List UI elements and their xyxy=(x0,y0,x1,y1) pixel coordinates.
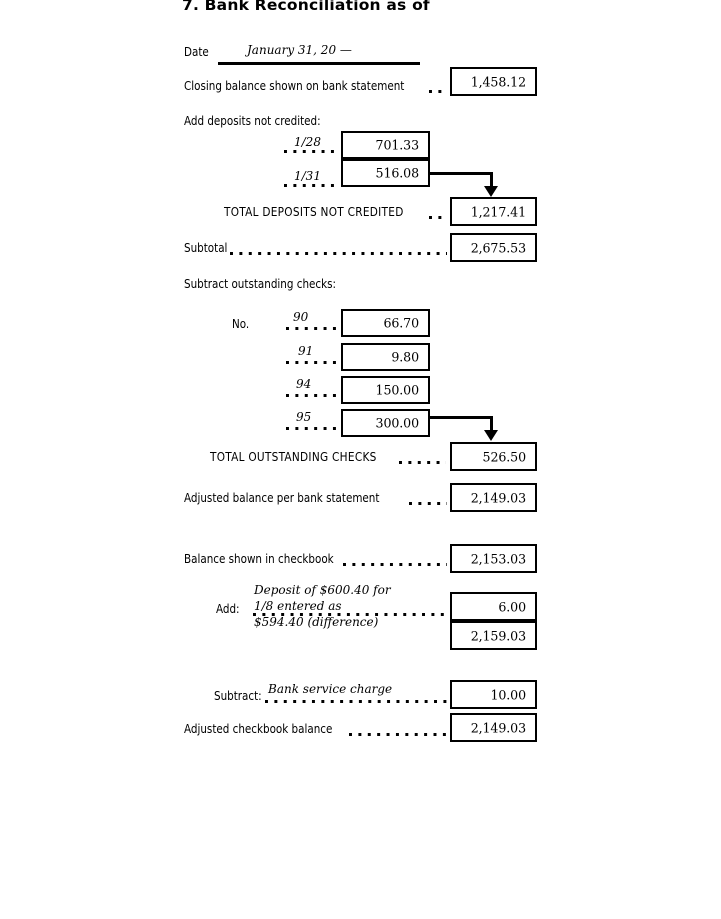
total-checks-box[interactable]: 526.50 xyxy=(450,442,537,471)
checks-number-label: No. xyxy=(232,316,250,331)
check-row-1-leader xyxy=(286,361,338,364)
adjusted-bank-balance-leader xyxy=(409,502,447,505)
deposits-heading: Add deposits not credited: xyxy=(184,113,321,128)
date-rule xyxy=(218,62,420,65)
check-row-1-number[interactable]: 91 xyxy=(298,344,314,358)
deposit-row-0-date[interactable]: 1/28 xyxy=(294,135,321,149)
subtract-note[interactable]: Bank service charge xyxy=(268,682,393,696)
check-row-2-amount: 150.00 xyxy=(375,382,420,398)
check-row-2-leader xyxy=(286,394,338,397)
deposits-connector-horizontal xyxy=(430,172,493,175)
check-row-0-number[interactable]: 90 xyxy=(293,310,309,324)
adjusted-bank-balance-value: 2,149.03 xyxy=(470,490,526,505)
checks-heading: Subtract outstanding checks: xyxy=(184,276,336,291)
deposits-connector-arrowhead xyxy=(484,186,498,197)
subtotal-leader xyxy=(230,252,447,255)
subtotal-label: Subtotal xyxy=(184,240,228,255)
check-row-2-number[interactable]: 94 xyxy=(296,377,312,391)
check-row-3-number[interactable]: 95 xyxy=(296,410,312,424)
checkbook-balance-value: 2,153.03 xyxy=(470,551,526,566)
subtract-leader xyxy=(265,700,447,703)
adjusted-bank-balance-box[interactable]: 2,149.03 xyxy=(450,483,537,512)
adjusted-checkbook-balance-box[interactable]: 2,149.03 xyxy=(450,713,537,742)
deposit-row-1-leader xyxy=(284,184,338,187)
adjusted-bank-balance-label: Adjusted balance per bank statement xyxy=(184,490,380,505)
add-amount-value: 6.00 xyxy=(498,599,526,614)
deposit-row-1-date[interactable]: 1/31 xyxy=(294,169,321,183)
closing-balance-box[interactable]: 1,458.12 xyxy=(450,67,537,96)
checks-connector-horizontal xyxy=(430,416,493,419)
deposits-connector-vertical xyxy=(490,172,493,188)
closing-balance-leader xyxy=(429,90,447,93)
closing-balance-label: Closing balance shown on bank statement xyxy=(184,78,405,93)
total-checks-leader xyxy=(399,461,446,464)
add-amount-box[interactable]: 6.00 xyxy=(450,592,537,621)
check-row-0-leader xyxy=(286,327,338,330)
adjusted-checkbook-balance-leader xyxy=(349,733,447,736)
subtract-amount-box[interactable]: 10.00 xyxy=(450,680,537,709)
total-deposits-label: TOTAL DEPOSITS NOT CREDITED xyxy=(224,204,404,219)
deposit-row-0-amount: 701.33 xyxy=(375,137,420,153)
check-row-3-leader xyxy=(286,427,338,430)
date-value[interactable]: January 31, 20 — xyxy=(247,43,352,57)
check-row-2-box[interactable]: 150.00 xyxy=(341,376,430,404)
page-title: 7. Bank Reconciliation as of xyxy=(182,0,430,14)
deposit-row-0-leader xyxy=(284,150,338,153)
subtract-label: Subtract: xyxy=(214,688,262,703)
subtotal-box[interactable]: 2,675.53 xyxy=(450,233,537,262)
add-note-line-2[interactable]: 1/8 entered as xyxy=(254,599,342,613)
add-note-line-1[interactable]: Deposit of $600.40 for xyxy=(254,583,391,597)
check-row-3-amount: 300.00 xyxy=(375,415,420,431)
check-row-1-box[interactable]: 9.80 xyxy=(341,343,430,371)
add-note-line-3[interactable]: $594.40 (difference) xyxy=(254,615,379,629)
closing-balance-value: 1,458.12 xyxy=(470,74,526,89)
deposit-row-1-amount: 516.08 xyxy=(375,165,420,181)
date-label: Date xyxy=(184,44,209,59)
total-deposits-value: 1,217.41 xyxy=(470,204,526,219)
add-leader xyxy=(253,613,447,616)
checks-connector-vertical xyxy=(490,416,493,432)
check-row-0-box[interactable]: 66.70 xyxy=(341,309,430,337)
subtotal-value: 2,675.53 xyxy=(470,240,526,255)
add-running-total-value: 2,159.03 xyxy=(470,628,526,643)
checkbook-balance-label: Balance shown in checkbook xyxy=(184,551,334,566)
total-checks-label: TOTAL OUTSTANDING CHECKS xyxy=(210,449,377,464)
total-deposits-leader xyxy=(429,216,447,219)
checks-connector-arrowhead xyxy=(484,430,498,441)
checkbook-balance-box[interactable]: 2,153.03 xyxy=(450,544,537,573)
add-label: Add: xyxy=(216,601,240,616)
adjusted-checkbook-balance-label: Adjusted checkbook balance xyxy=(184,721,333,736)
check-row-0-amount: 66.70 xyxy=(383,315,419,331)
subtract-amount-value: 10.00 xyxy=(490,687,526,702)
deposit-row-0-box[interactable]: 701.33 xyxy=(341,131,430,159)
total-deposits-box[interactable]: 1,217.41 xyxy=(450,197,537,226)
check-row-3-box[interactable]: 300.00 xyxy=(341,409,430,437)
check-row-1-amount: 9.80 xyxy=(391,349,419,365)
add-running-total-box[interactable]: 2,159.03 xyxy=(450,621,537,650)
deposit-row-1-box[interactable]: 516.08 xyxy=(341,159,430,187)
total-checks-value: 526.50 xyxy=(482,449,527,464)
adjusted-checkbook-balance-value: 2,149.03 xyxy=(470,720,526,735)
checkbook-balance-leader xyxy=(343,563,447,566)
